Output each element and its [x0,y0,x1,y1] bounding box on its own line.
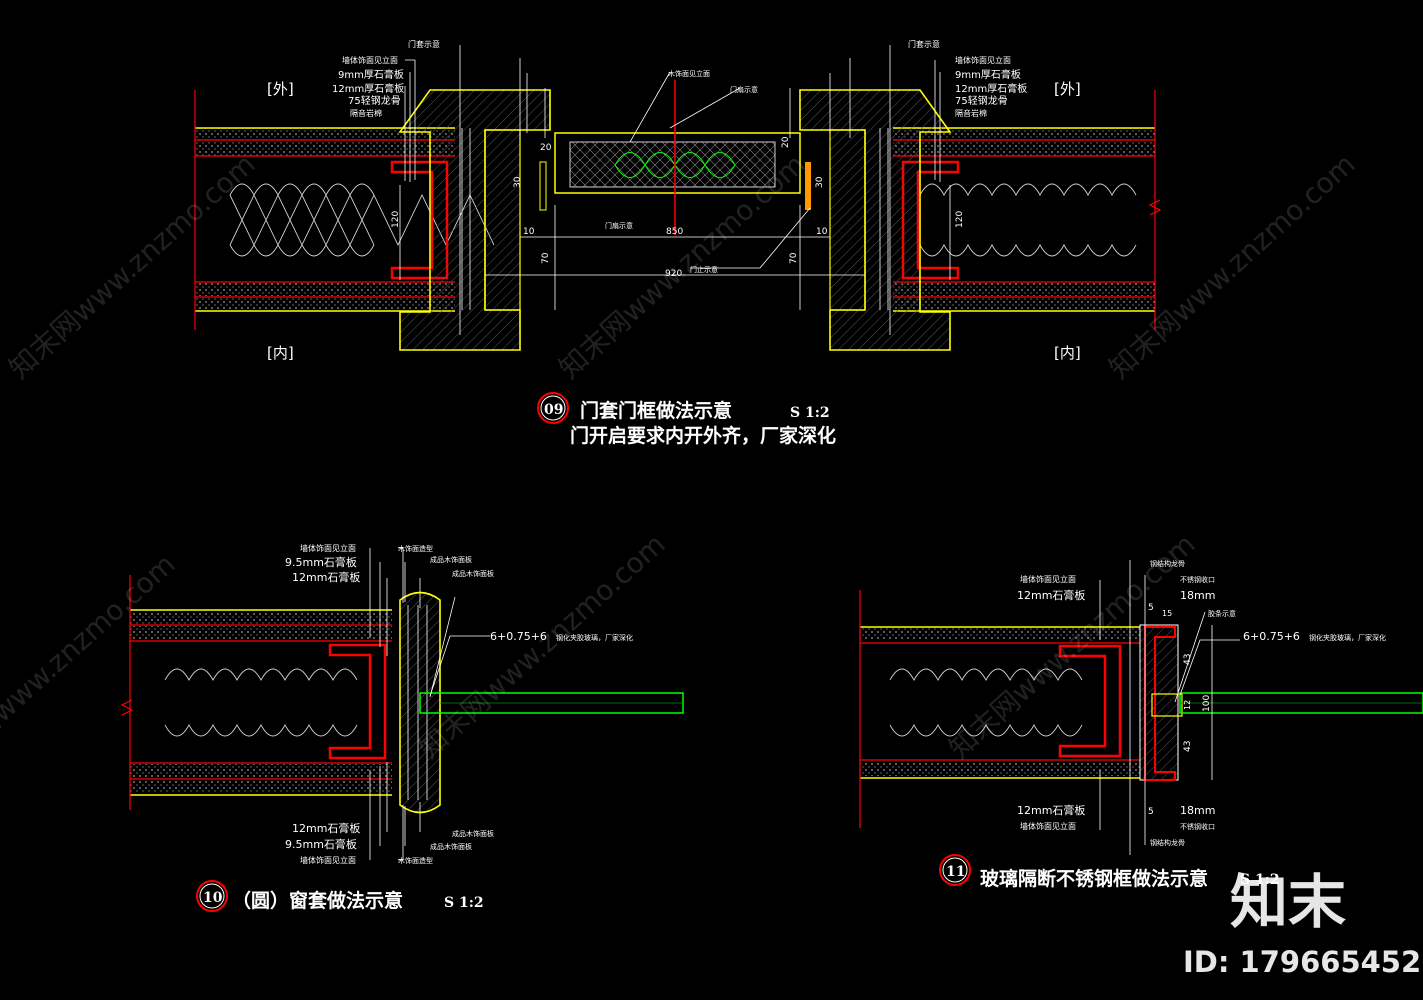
scale-11: S 1:2 [1240,872,1280,888]
center-note-4: 门止示意 [690,265,718,274]
d11-dim-43-top: 43 [1183,654,1193,665]
subtitle-09: 门开启要求内开外齐，厂家深化 [570,424,836,447]
d10-glass-note-small: 钢化夹胶玻璃，厂家深化 [556,633,633,642]
leaders-09 [404,45,941,335]
dim-70-left: 70 [541,252,551,264]
d10-glass-note: 6+0.75+6 [490,630,547,643]
d11-left-bottom-1: 12mm石膏板 [1017,803,1085,817]
d11-glass-note-small: 钢化夹胶玻璃，厂家深化 [1309,633,1386,642]
dim-30-left: 30 [513,176,523,188]
watermark-4: 知末网www.znzmo.com [0,547,182,785]
title-block-10: 10 （圆）窗套做法示意 S 1:2 [196,880,484,912]
left-label-1: 墙体饰面见立面 [342,55,398,65]
wall-left [194,90,495,330]
door-casing-left [398,89,551,351]
badge-11: 11 [946,864,965,880]
d11-right-bottom-2: 不锈钢收口 [1180,822,1215,831]
d10-right-top-2: 成品木饰面板 [430,555,472,564]
dim-120-right: 120 [955,211,965,228]
d11-dim-43-bottom: 43 [1183,741,1193,752]
title-block-09: 09 门套门框做法示意 S 1:2 门开启要求内开外齐，厂家深化 [537,392,836,447]
brand-logo: 知末 ID: 179665452 [1183,868,1421,979]
inside-left-label: [内] [267,344,294,362]
title-10: （圆）窗套做法示意 [232,889,403,912]
d11-left-top-2: 12mm石膏板 [1017,588,1085,602]
d11-dim-5-top: 5 [1148,603,1154,613]
dim-10-right: 10 [816,227,828,237]
detail-11: 墙体饰面见立面 12mm石膏板 12mm石膏板 墙体饰面见立面 钢结构龙骨 不锈… [859,559,1423,890]
right-label-1: 墙体饰面见立面 [955,55,1011,65]
detail-10: 墙体饰面见立面 9.5mm石膏板 12mm石膏板 12mm石膏板 9.5mm石膏… [120,543,684,912]
right-label-4: 75轻钢龙骨 [955,94,1008,107]
d11-right-bottom-1: 18mm [1180,804,1215,817]
dim-20-right: 20 [781,136,791,148]
dimensions-09 [399,185,951,310]
dim-70-right: 70 [789,252,799,264]
d10-right-bottom-3: 木饰面造型 [398,856,433,865]
scale-10: S 1:2 [444,895,484,911]
dim-850: 850 [666,227,683,237]
d10-label-bottom-2: 9.5mm石膏板 [285,837,357,851]
dim-120-left: 120 [391,211,401,228]
d10-label-bottom-1: 12mm石膏板 [292,821,360,835]
d11-dim-15: 15 [1162,609,1172,618]
outside-left-label: [外] [267,80,294,98]
center-note-3: 门扇示意 [730,85,758,94]
d11-glass-note: 6+0.75+6 [1243,630,1300,643]
door-casing-right [799,89,952,351]
d11-right-bottom-3: 钢结构龙骨 [1150,838,1185,847]
d11-left-top-1: 墙体饰面见立面 [1020,574,1076,584]
d10-label-top-1: 墙体饰面见立面 [300,543,356,553]
brand-text: 知末 [1230,868,1346,936]
title-11: 玻璃隔断不锈钢框做法示意 [980,867,1208,890]
d10-label-top-3: 12mm石膏板 [292,570,360,584]
dim-10-left: 10 [523,227,535,237]
d11-right-top-1: 钢结构龙骨 [1150,559,1185,568]
door-leaf [539,80,811,235]
title-block-11: 11 玻璃隔断不锈钢框做法示意 S 1:2 [939,854,1280,890]
d11-right-top-2: 不锈钢收口 [1180,575,1215,584]
dim-20-left: 20 [540,143,552,153]
outside-right-label: [外] [1054,80,1081,98]
top-note-left: 门套示意 [408,39,440,49]
d10-right-top-1: 木饰面造型 [398,544,433,553]
image-id: ID: 179665452 [1183,945,1421,979]
d11-dim-100: 100 [1202,695,1212,712]
d11-dim-5-bottom: 5 [1148,807,1154,817]
left-label-5: 隔音岩棉 [350,108,382,118]
left-label-3: 12mm厚石膏板 [332,82,404,95]
dim-30-right: 30 [815,176,825,188]
d10-label-bottom-3: 墙体饰面见立面 [300,855,356,865]
d10-right-top-3: 成品木饰面板 [452,569,494,578]
d11-right-top-4: 胶条示意 [1208,609,1236,618]
center-note-2: 门扇示意 [605,221,633,230]
title-09: 门套门框做法示意 [580,399,732,422]
detail-09: [外] [外] [内] [内] 墙体饰面见立面 9mm厚石膏板 12mm厚石膏板… [194,39,1162,447]
scale-09: S 1:2 [790,405,830,421]
d10-label-top-2: 9.5mm石膏板 [285,555,357,569]
dim-920: 920 [665,269,682,279]
watermark-1: 知末网www.znzmo.com [3,147,262,385]
d10-right-bottom-1: 成品木饰面板 [452,829,494,838]
d11-dim-12: 12 [1183,700,1192,710]
top-note-right: 门套示意 [908,39,940,49]
d10-right-bottom-2: 成品木饰面板 [430,842,472,851]
d11-right-top-3: 18mm [1180,589,1215,602]
right-label-5: 隔音岩棉 [955,108,987,118]
badge-09: 09 [544,402,563,418]
right-label-3: 12mm厚石膏板 [955,82,1027,95]
center-note-1: 木饰面见立面 [668,69,710,78]
inside-right-label: [内] [1054,344,1081,362]
watermark-3: 知末网www.znzmo.com [1103,147,1362,385]
badge-10: 10 [203,890,223,906]
right-label-2: 9mm厚石膏板 [955,68,1021,81]
left-label-2: 9mm厚石膏板 [338,68,404,81]
left-label-4: 75轻钢龙骨 [348,94,401,107]
d11-left-bottom-2: 墙体饰面见立面 [1020,821,1076,831]
